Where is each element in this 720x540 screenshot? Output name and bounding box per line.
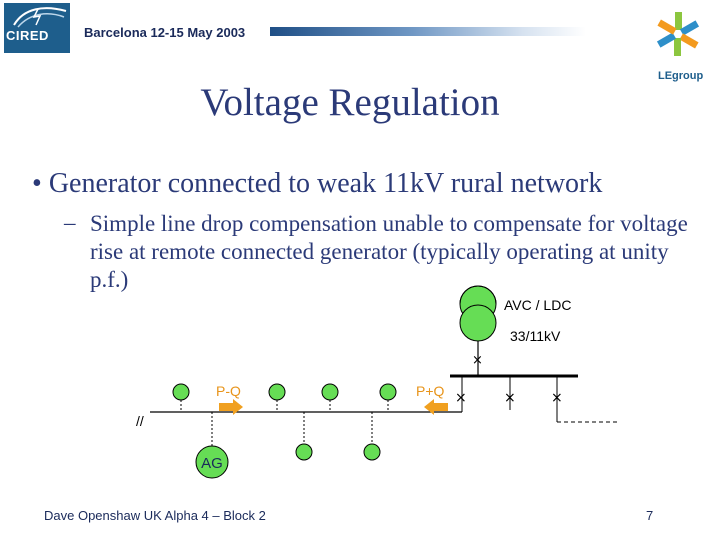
generator-node: [195, 445, 229, 479]
asterisk-icon: [656, 12, 700, 56]
breaker-feeder-2: ×: [504, 390, 516, 406]
load-node: [379, 383, 397, 401]
transformer-rating-label: 33/11kV: [510, 328, 561, 344]
header-gradient-bar: [270, 27, 586, 36]
network-diagram: AVC / LDC 33/11kV × × × × // AG P-Q P+Q: [136, 285, 620, 479]
power-flow-label-left: P-Q: [216, 383, 241, 399]
breaker-feeder-3: ×: [551, 390, 563, 406]
legroup-logo: [648, 8, 716, 94]
generator-label: AG: [201, 455, 223, 472]
avc-label: AVC / LDC: [504, 297, 571, 313]
legroup-logo-text: LEgroup: [658, 70, 704, 82]
load-node: [321, 383, 339, 401]
arrow-right-icon: [219, 399, 243, 415]
cired-logo: [4, 3, 70, 53]
conference-header: Barcelona 12-15 May 2003: [84, 25, 246, 40]
feeder-break-mark: //: [136, 413, 144, 429]
load-node: [268, 383, 286, 401]
arrow-left-icon: [424, 399, 448, 415]
load-node: [363, 443, 381, 461]
lightning-icon: [13, 7, 67, 28]
bullet-text: Generator connected to weak 11kV rural n…: [48, 168, 603, 199]
footer-author: Dave Openshaw UK Alpha 4 – Block 2: [44, 508, 266, 523]
breaker-feeder-1: ×: [455, 390, 467, 406]
subbullet-dash: –: [64, 210, 76, 235]
cired-logo-text: CIRED: [6, 28, 49, 43]
breaker-transformer: ×: [472, 353, 483, 368]
power-flow-label-right: P+Q: [416, 383, 445, 399]
load-node: [172, 383, 190, 401]
page-number: 7: [646, 508, 654, 523]
slide-title: Voltage Regulation: [200, 81, 500, 124]
load-node: [295, 443, 313, 461]
subbullet-text: Simple line drop compensation unable to …: [90, 211, 688, 292]
transformer-secondary-winding: [459, 304, 497, 342]
bullet-point: • Generator connected to weak 11kV rural…: [32, 168, 603, 199]
